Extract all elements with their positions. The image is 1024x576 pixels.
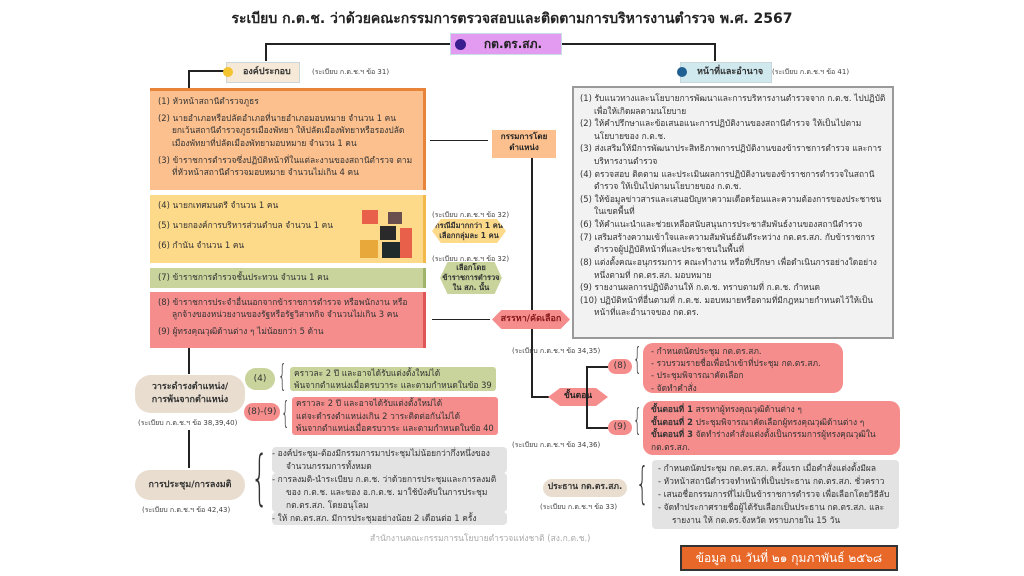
connector [714, 43, 716, 61]
term-node: วาระดำรงตำแหน่ง/ การพ้นจากตำแหน่ง [135, 375, 245, 413]
hex-group-select: กรณีมีมากกว่า 1 คน เลือกกลุ่มละ 1 คน [432, 219, 506, 243]
red-members: (8) ข้าราชการประจำอื่นนอกจากข้าราชการตำร… [150, 292, 426, 348]
steps-ref8: (ระเบียบ ก.ต.ช.ฯ ข้อ 34,35) [512, 347, 601, 355]
connector [586, 366, 608, 368]
meeting-ref: (ระเบียบ ก.ต.ช.ฯ ข้อ 42,43) [142, 506, 231, 514]
connector [531, 396, 549, 398]
step-8-badge: (8) [608, 359, 632, 374]
composition-ref: (ระเบียบ ก.ต.ช.ฯ ข้อ 31) [312, 68, 390, 76]
connector [531, 329, 533, 397]
connector [188, 348, 190, 374]
meeting-node: การประชุม/การลงมติ [135, 470, 245, 500]
steps-node: ขั้นตอน [548, 388, 608, 406]
term-89-badge: (8)-(9) [244, 403, 280, 421]
step-8-box: - กำหนดนัดประชุม กต.ตร.สภ.- รวบรวมรายชื่… [643, 343, 843, 393]
connector [188, 430, 190, 468]
term-4-text: คราวละ 2 ปี และอาจได้รับแต่งตั้งใหม่ได้พ… [290, 367, 496, 392]
brace: { [251, 443, 269, 513]
duties-label: หน้าที่และอำนาจ [677, 62, 773, 84]
hex-police-select: เลือกโดย ข้าราชการตำรวจ ใน สภ. นั้น [440, 262, 502, 294]
arrow [430, 140, 488, 141]
select-node: สรรหา/คัดเลือก [492, 310, 570, 329]
term-89-text: คราวละ 2 ปี และอาจได้รับแต่งตั้งใหม่ได้แ… [292, 397, 498, 435]
root-node: กต.ตร.สภ. [450, 33, 562, 55]
chair-ref: (ระเบียบ ก.ต.ช.ฯ ข้อ 33) [540, 503, 618, 511]
puzzle-illustration [352, 210, 418, 260]
connector [586, 427, 608, 429]
connector [265, 43, 267, 61]
brace: { [636, 458, 649, 509]
term-4-badge: (4) [245, 368, 275, 390]
step-9-box: ขั้นตอนที่ 1 สรรหาผู้ทรงคุณวุฒิด้านต่าง … [643, 401, 900, 455]
dot-icon [677, 67, 687, 77]
connector [586, 366, 588, 428]
orange-members: (1) หัวหน้าสถานีตำรวจภูธร (2) นายอำเภอหร… [150, 88, 426, 190]
connector [562, 43, 715, 45]
green-members: (7) ข้าราชการตำรวจชั้นประทวน จำนวน 1 คน [150, 268, 426, 288]
meeting-box: - องค์ประชุม-ต้องมีกรรมการมาประชุมไม่น้อ… [272, 447, 507, 526]
term-ref: (ระเบียบ ก.ต.ช.ฯ ข้อ 38,39,40) [138, 419, 238, 427]
dot-icon [223, 67, 233, 77]
chair-node: ประธาน กต.ตร.สภ. [543, 479, 627, 497]
ex-officio-box: กรรมการโดยตำแหน่ง [492, 130, 556, 158]
duties-ref: (ระเบียบ ก.ต.ช.ฯ ข้อ 41) [772, 68, 850, 76]
chair-box: - กำหนดนัดประชุม กต.ตร.สภ. ครั้งแรก เมื่… [652, 460, 899, 530]
page-title: ระเบียบ ก.ต.ช. ว่าด้วยคณะกรรมการตรวจสอบแ… [231, 11, 793, 27]
brace: { [278, 359, 287, 394]
footer-org: สำนักงานคณะกรรมการนโยบายตำรวจแห่งชาติ (ส… [370, 534, 591, 544]
hex2-ref: (ระเบียบ ก.ต.ช.ฯ ข้อ 32) [432, 255, 510, 263]
connector [188, 70, 228, 72]
date-badge: ข้อมูล ณ วันที่ ๒๑ กุมภาพันธ์ ๒๕๖๘ [680, 545, 898, 571]
composition-label: องค์ประกอบ [223, 62, 300, 84]
connector [188, 70, 190, 88]
connector [265, 43, 450, 45]
arrow [432, 319, 490, 320]
steps-ref9: (ระเบียบ ก.ต.ช.ฯ ข้อ 34,36) [512, 441, 601, 449]
connector [531, 158, 533, 310]
brace: { [633, 342, 642, 377]
step-9-badge: (9) [608, 420, 632, 435]
dot-icon [455, 39, 466, 50]
duties-box: (1) รับแนวทางและนโยบายการพัฒนาและการบริห… [572, 86, 894, 339]
brace: { [281, 396, 290, 431]
hex1-ref: (ระเบียบ ก.ต.ช.ฯ ข้อ 32) [432, 211, 510, 219]
brace: { [633, 403, 642, 438]
